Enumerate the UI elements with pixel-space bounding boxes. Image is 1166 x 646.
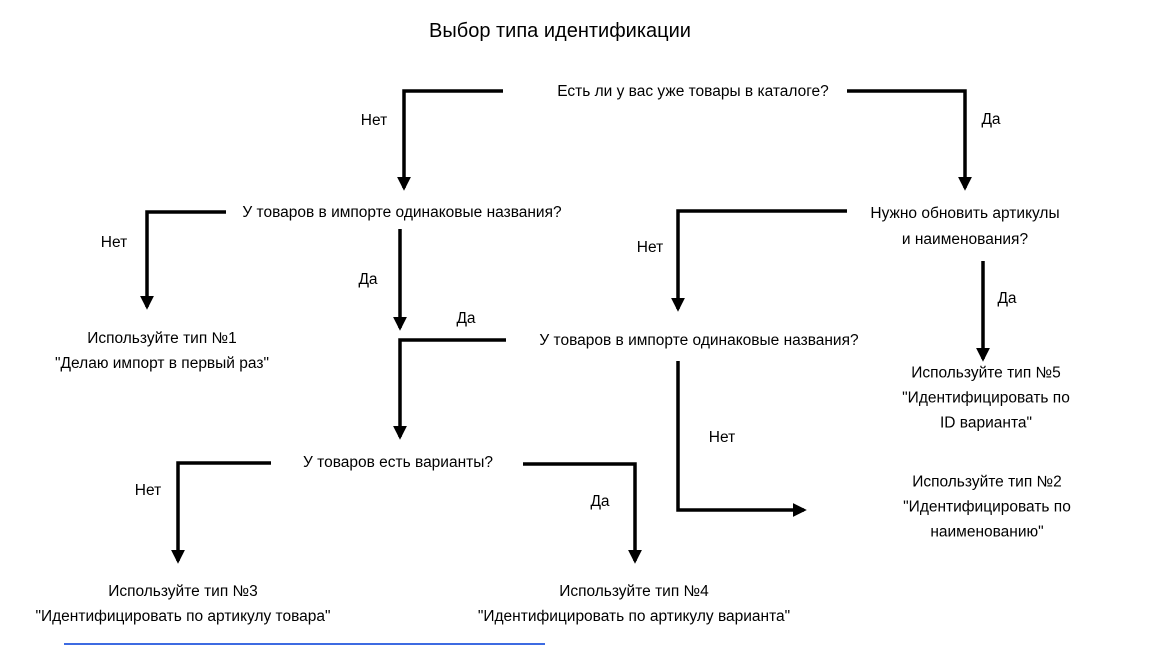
- edge-label-q5-yes: Да: [590, 493, 610, 510]
- flowchart-title: Выбор типа идентификации: [429, 20, 691, 42]
- arrow-q4-no: [676, 361, 807, 517]
- edge-label-q2-no: Нет: [100, 234, 128, 251]
- arrow-q4-yes: [393, 338, 506, 440]
- arrow-q3-no: [671, 209, 847, 312]
- edge-label-q3-yes: Да: [997, 290, 1017, 307]
- node-q3-update-skus-and-names: Нужно обновить артикулы и наименования?: [870, 205, 1060, 248]
- node-result-type-2: Используйте тип №2 "Идентифицировать по …: [903, 473, 1071, 541]
- arrow-q5-yes: [523, 462, 642, 564]
- edge-label-q1-no: Нет: [360, 112, 388, 129]
- node-result-type-5: Используйте тип №5 "Идентифицировать по …: [902, 364, 1070, 432]
- node-result-type-3: Используйте тип №3 "Идентифицировать по …: [35, 583, 331, 625]
- node-q2-duplicate-names-in-import: У товаров в импорте одинаковые названия?: [242, 204, 562, 221]
- arrow-q1-no: [397, 89, 503, 191]
- node-q1-has-catalog-products: Есть ли у вас уже товары в каталоге?: [557, 83, 829, 100]
- node-q5-products-have-variants: У товаров есть варианты?: [302, 454, 494, 471]
- node-result-type-4: Используйте тип №4 "Идентифицировать по …: [477, 583, 791, 625]
- edge-label-q5-no: Нет: [134, 482, 162, 499]
- bottom-accent-line: [64, 643, 545, 645]
- node-result-type-1: Используйте тип №1 "Делаю импорт в первы…: [55, 330, 269, 372]
- node-q4-duplicate-names-in-import: У товаров в импорте одинаковые названия?: [539, 332, 859, 349]
- arrow-q1-yes: [847, 89, 972, 191]
- arrow-q2-no: [140, 210, 226, 310]
- edge-label-q4-yes: Да: [456, 310, 476, 327]
- edge-label-q1-yes: Да: [981, 111, 1001, 128]
- edge-label-q3-no: Нет: [636, 239, 664, 256]
- edge-label-q4-no: Нет: [708, 429, 736, 446]
- arrow-q5-no: [171, 461, 271, 564]
- edge-label-q2-yes: Да: [358, 271, 378, 288]
